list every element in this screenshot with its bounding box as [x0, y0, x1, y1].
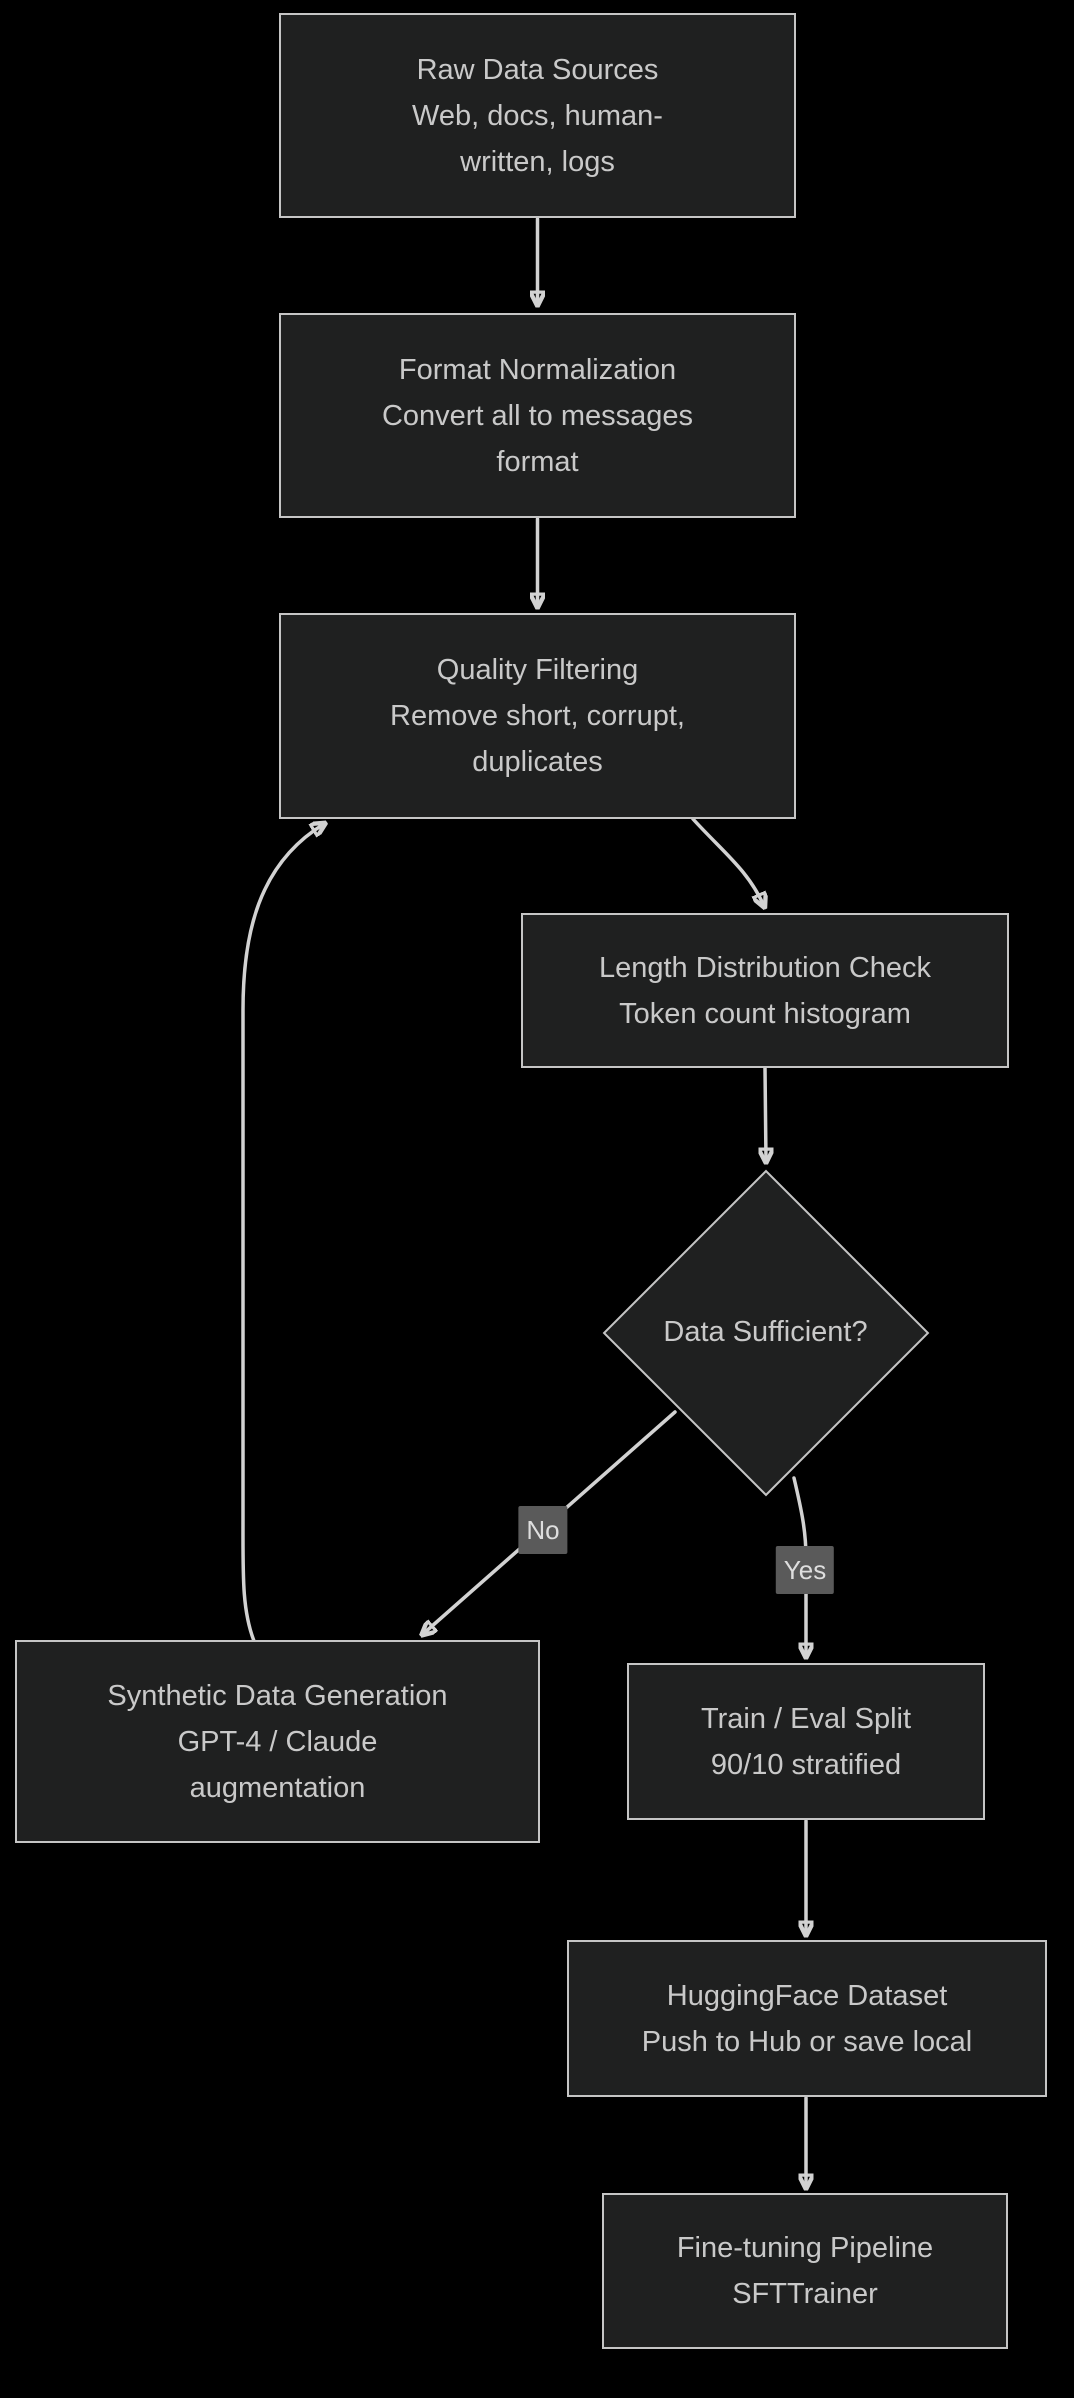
node-subtitle: Token count histogram [619, 997, 911, 1030]
node-subtitle: GPT-4 / Claude augmentation [177, 1725, 378, 1804]
node-train-eval-split: Train / Eval Split 90/10 stratified [627, 1663, 985, 1820]
node-subtitle: Remove short, corrupt, duplicates [390, 700, 685, 778]
node-raw-data-sources: Raw Data Sources Web, docs, human- writt… [279, 13, 796, 218]
node-data-sufficient-decision: Data Sufficient? [599, 1166, 932, 1499]
edge-label-yes: Yes [775, 1546, 835, 1594]
node-title: Raw Data Sources [416, 53, 659, 86]
node-title: Data Sufficient? [663, 1316, 868, 1348]
node-title: Fine-tuning Pipeline [676, 2232, 934, 2264]
edge-length-to-decision [765, 1066, 766, 1161]
node-quality-filtering: Quality Filtering Remove short, corrupt,… [279, 613, 796, 819]
node-subtitle: Push to Hub or save local [641, 2025, 973, 2058]
node-title: Synthetic Data Generation [107, 1679, 448, 1712]
node-subtitle: SFTTrainer [732, 2278, 878, 2310]
edge-label-no: No [518, 1506, 568, 1554]
node-subtitle: Web, docs, human- written, logs [412, 99, 663, 178]
edge-quality-to-length [691, 817, 764, 906]
node-title: Format Normalization [398, 353, 677, 386]
node-format-normalization: Format Normalization Convert all to mess… [279, 313, 796, 518]
node-subtitle: Convert all to messages format [381, 399, 694, 478]
node-title: Quality Filtering [436, 654, 639, 686]
node-title: HuggingFace Dataset [666, 1979, 948, 2012]
edge-synthetic-to-quality [241, 824, 324, 1643]
node-title: Train / Eval Split [700, 1702, 912, 1735]
node-synthetic-data-generation: Synthetic Data Generation GPT-4 / Claude… [15, 1640, 540, 1843]
node-length-distribution-check: Length Distribution Check Token count hi… [521, 913, 1009, 1068]
node-huggingface-dataset: HuggingFace Dataset Push to Hub or save … [567, 1940, 1047, 2097]
node-fine-tuning-pipeline: Fine-tuning Pipeline SFTTrainer [602, 2193, 1008, 2349]
node-subtitle: 90/10 stratified [710, 1748, 902, 1781]
node-title: Length Distribution Check [598, 951, 932, 984]
